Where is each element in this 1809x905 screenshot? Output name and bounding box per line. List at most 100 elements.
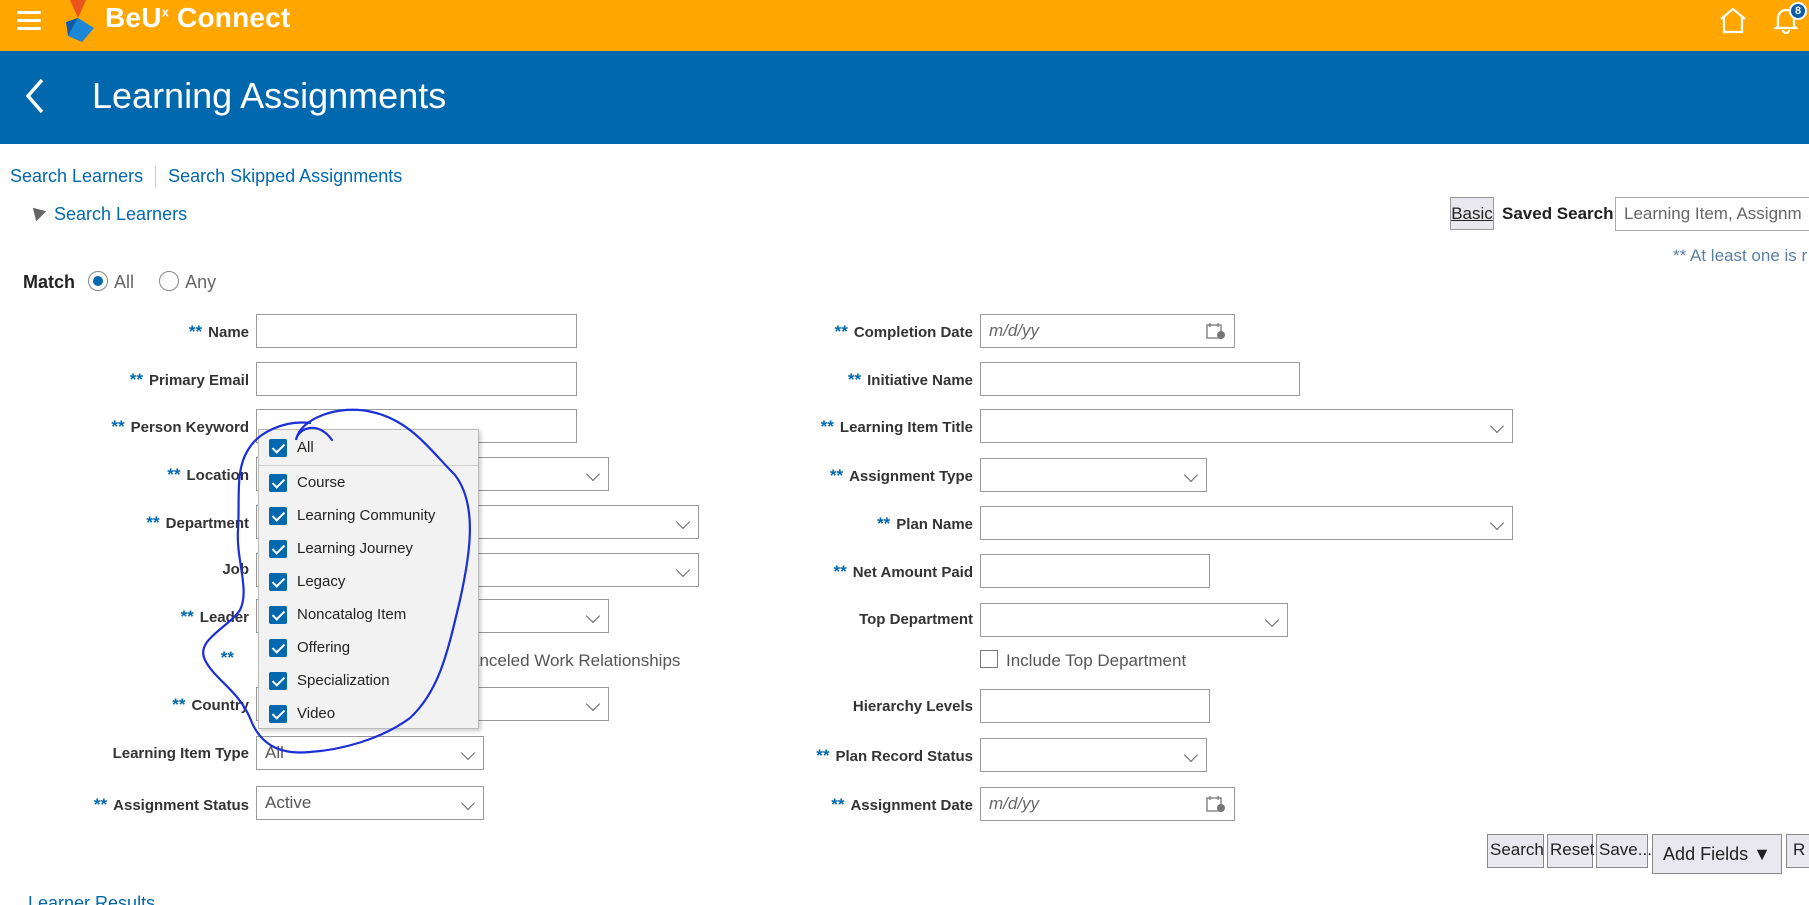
- chevron-down-icon: [1489, 418, 1505, 434]
- option-label: Course: [297, 474, 346, 491]
- option-label: Specialization: [297, 672, 390, 689]
- dropdown-option-course[interactable]: Course: [259, 466, 478, 499]
- chevron-down-icon: [585, 466, 601, 482]
- location-label: **Location: [167, 465, 249, 484]
- checkbox-checked-icon[interactable]: [269, 473, 287, 492]
- top-department-select[interactable]: [980, 603, 1288, 637]
- learning-item-type-label: Learning Item Type: [112, 745, 249, 762]
- checkbox-checked-icon[interactable]: [269, 506, 287, 525]
- chevron-down-icon: [1183, 747, 1199, 763]
- chevron-down-icon: [675, 514, 691, 530]
- saved-search-select[interactable]: Learning Item, Assignm: [1615, 197, 1809, 231]
- match-label: Match: [23, 272, 76, 292]
- home-icon[interactable]: [1718, 6, 1748, 34]
- net-amount-paid-input[interactable]: [980, 554, 1210, 588]
- plan-name-label: **Plan Name: [877, 514, 973, 533]
- match-all-label: All: [114, 272, 135, 292]
- dropdown-option-specialization[interactable]: Specialization: [259, 664, 478, 697]
- caret-down-icon: ▼: [1753, 844, 1771, 864]
- assignment-status-select[interactable]: Active: [256, 786, 484, 820]
- search-tabs: Search Learners Search Skipped Assignment…: [10, 166, 403, 189]
- reset-button[interactable]: Reset: [1547, 834, 1594, 868]
- match-all-radio[interactable]: [88, 271, 109, 291]
- checkbox-checked-icon[interactable]: [269, 605, 287, 624]
- learning-item-type-value: All: [265, 743, 284, 762]
- dropdown-option-legacy[interactable]: Legacy: [259, 565, 478, 598]
- checkbox-checked-icon[interactable]: [269, 438, 287, 457]
- initiative-name-input[interactable]: [980, 362, 1300, 396]
- search-button[interactable]: Search: [1487, 834, 1544, 868]
- include-top-department-checkbox[interactable]: [980, 650, 998, 668]
- chevron-down-icon: [1264, 612, 1280, 628]
- assignment-status-value: Active: [265, 793, 312, 812]
- assignment-date-input[interactable]: m/d/yy: [980, 787, 1235, 821]
- add-fields-button[interactable]: Add Fields ▼: [1652, 834, 1782, 874]
- option-label: Noncatalog Item: [297, 606, 407, 623]
- primary-email-label: **Primary Email: [129, 370, 249, 389]
- checkbox-checked-icon[interactable]: [269, 671, 287, 690]
- canceled-required-marker: **: [220, 648, 234, 667]
- checkbox-checked-icon[interactable]: [269, 704, 287, 723]
- collapse-triangle-icon[interactable]: [27, 202, 47, 222]
- dropdown-option-noncatalog-item[interactable]: Noncatalog Item: [259, 598, 478, 631]
- job-label: Job: [222, 561, 249, 578]
- include-top-department-label: Include Top Department: [1006, 651, 1187, 670]
- checkbox-checked-icon[interactable]: [269, 572, 287, 591]
- dropdown-option-video[interactable]: Video: [259, 697, 478, 730]
- chevron-down-icon: [460, 795, 476, 811]
- results-label: Learner Results: [28, 893, 156, 905]
- top-department-label: Top Department: [859, 611, 973, 628]
- net-amount-paid-label: **Net Amount Paid: [833, 562, 973, 581]
- assignment-type-label: **Assignment Type: [829, 466, 973, 485]
- name-input[interactable]: [256, 314, 577, 348]
- chevron-down-icon: [1489, 515, 1505, 531]
- basic-button[interactable]: Basic: [1450, 197, 1494, 230]
- plan-name-select[interactable]: [980, 506, 1513, 540]
- date-placeholder: m/d/yy: [989, 794, 1040, 813]
- checkbox-checked-icon[interactable]: [269, 638, 287, 657]
- learning-item-title-select[interactable]: [980, 409, 1513, 443]
- save-button[interactable]: Save...: [1596, 834, 1652, 868]
- department-label: **Department: [146, 513, 249, 532]
- dropdown-option-learning-journey[interactable]: Learning Journey: [259, 532, 478, 565]
- page-title: Learning Assignments: [92, 75, 447, 116]
- saved-search-label: Saved Search: [1502, 204, 1614, 223]
- assignment-type-select[interactable]: [980, 458, 1207, 492]
- dropdown-option-offering[interactable]: Offering: [259, 631, 478, 664]
- calendar-icon[interactable]: [1206, 795, 1226, 813]
- option-label: Video: [297, 705, 336, 722]
- primary-email-input[interactable]: [256, 362, 577, 396]
- country-label: **Country: [172, 695, 249, 714]
- option-label: Learning Community: [297, 507, 436, 524]
- learning-item-type-select[interactable]: All: [256, 736, 484, 770]
- dropdown-option-all[interactable]: All: [259, 430, 478, 466]
- r-button[interactable]: R: [1786, 834, 1809, 868]
- name-label: **Name: [188, 322, 249, 341]
- date-placeholder: m/d/yy: [989, 321, 1040, 340]
- dropdown-option-learning-community[interactable]: Learning Community: [259, 499, 478, 532]
- leader-label: **Leader: [180, 607, 249, 626]
- brand-name[interactable]: BeUx Connect: [105, 2, 291, 33]
- top-bar: BeUx Connect 8: [0, 0, 1809, 51]
- completion-date-input[interactable]: m/d/yy: [980, 314, 1235, 348]
- notification-badge: 8: [1789, 2, 1807, 20]
- include-canceled-work-relationships-label[interactable]: anceled Work Relationships: [470, 651, 681, 670]
- plan-record-status-select[interactable]: [980, 738, 1207, 772]
- hierarchy-levels-input[interactable]: [980, 689, 1210, 723]
- plan-record-status-label: **Plan Record Status: [816, 746, 973, 765]
- checkbox-checked-icon[interactable]: [269, 539, 287, 558]
- match-options: Match All Any: [23, 271, 236, 293]
- hierarchy-levels-label: Hierarchy Levels: [852, 698, 973, 715]
- title-bar: Learning Assignments: [0, 51, 1809, 144]
- search-learners-section-header[interactable]: Search Learners: [27, 202, 187, 225]
- required-hint: ** At least one is r: [1673, 246, 1808, 265]
- include-top-department[interactable]: Include Top Department: [980, 650, 1186, 671]
- hamburger-menu-icon[interactable]: [17, 11, 41, 31]
- tab-search-skipped-assignments[interactable]: Search Skipped Assignments: [168, 166, 403, 186]
- learner-results-header[interactable]: Learner Results: [28, 893, 155, 905]
- tab-search-learners[interactable]: Search Learners: [10, 166, 144, 186]
- chevron-down-icon: [1183, 467, 1199, 483]
- back-chevron-icon[interactable]: [20, 76, 50, 116]
- match-any-radio[interactable]: [159, 271, 180, 291]
- calendar-icon[interactable]: [1206, 322, 1226, 340]
